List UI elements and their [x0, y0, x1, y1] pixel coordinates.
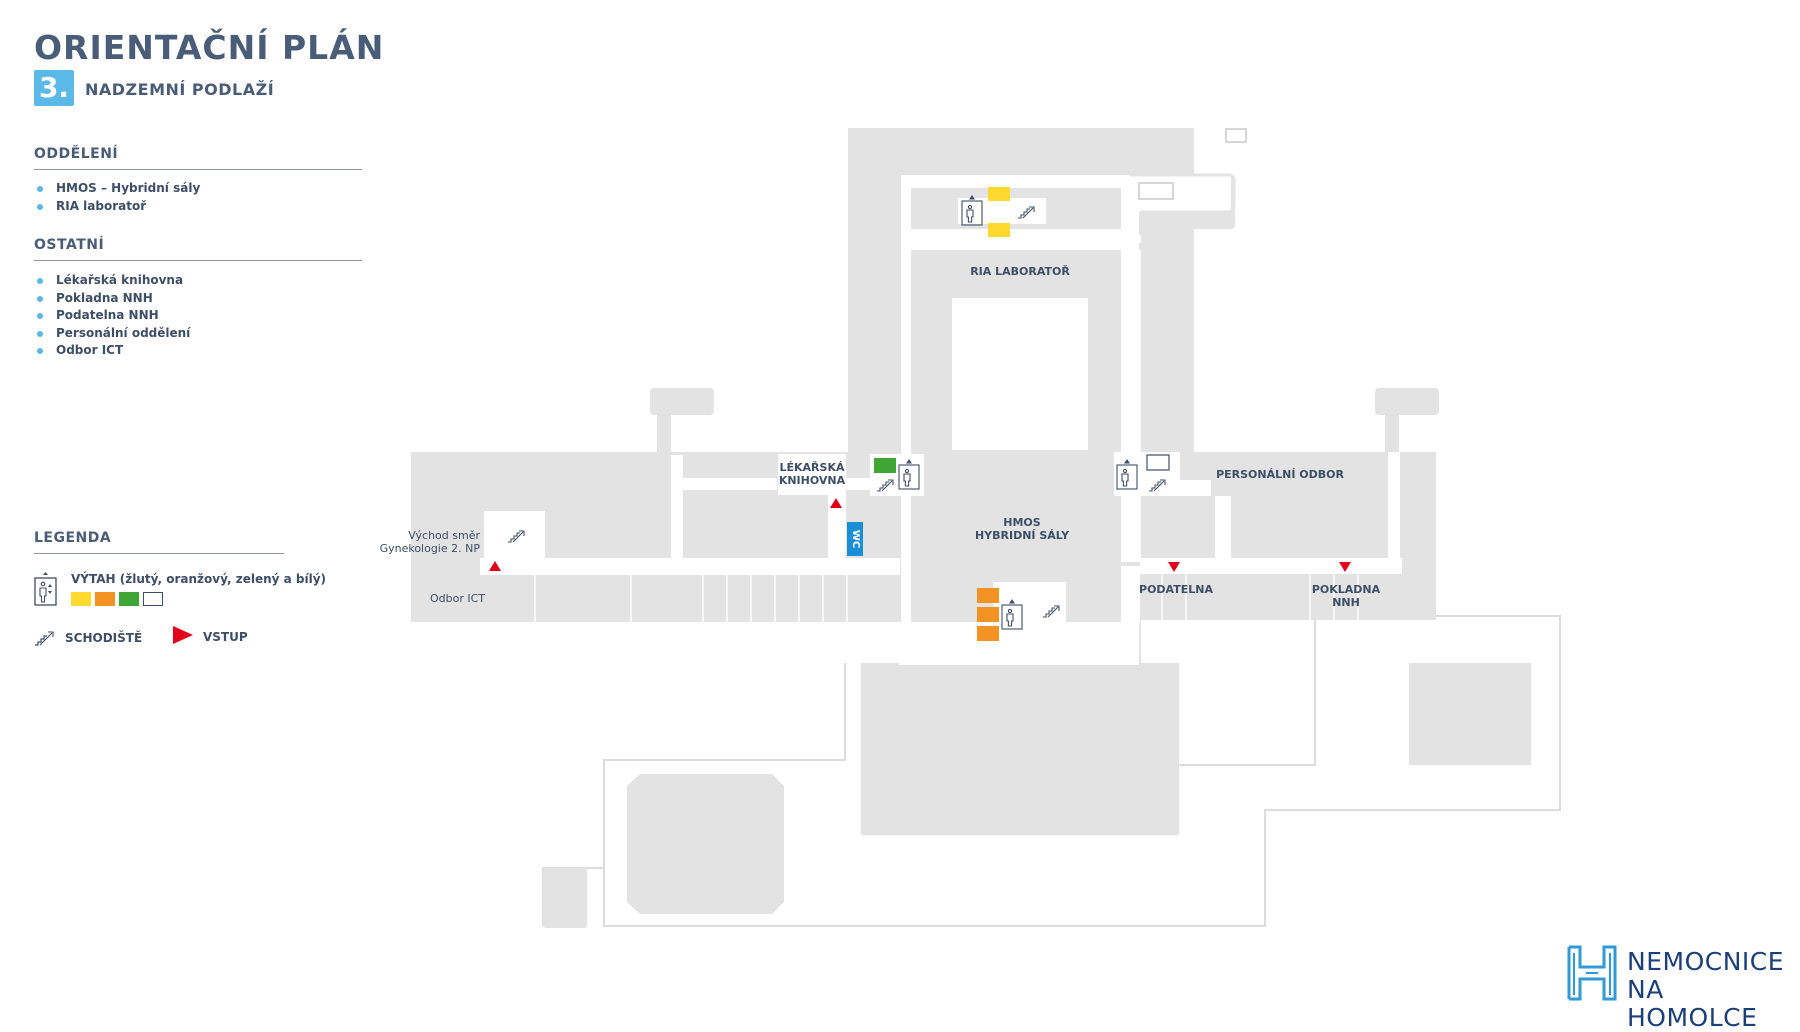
elevator-yellow-swatch	[71, 592, 91, 606]
legend-stairs-label: SCHODIŠTĚ	[65, 631, 143, 645]
shaft-box	[1138, 182, 1174, 200]
legend-elevator-label: VÝTAH (žlutý, oranžový, zelený a bílý)	[71, 572, 327, 586]
corridor-outline	[1130, 173, 1236, 214]
room-label-cashier-line2[interactable]: NNH	[1332, 596, 1360, 609]
list-item[interactable]: Odbor ICT	[34, 342, 190, 360]
page-title: ORIENTAČNÍ PLÁN	[34, 28, 385, 67]
exit-label-line1[interactable]: Východ směr	[408, 529, 480, 542]
hospital-logo-icon	[1567, 945, 1617, 1001]
stairs-icon	[35, 631, 54, 646]
exit-label-line2[interactable]: Gynekologie 2. NP	[379, 542, 480, 555]
departments-list: HMOS – Hybridní sály RIA laboratoř	[34, 180, 200, 215]
list-item[interactable]: Personální oddělení	[34, 325, 190, 343]
map-stairs-icons	[508, 206, 1166, 618]
list-item[interactable]: RIA laboratoř	[34, 198, 200, 216]
list-item[interactable]: Podatelna NNH	[34, 307, 190, 325]
lower-central-block	[861, 663, 1179, 835]
room-label-cashier-line1[interactable]: POKLADNA	[1311, 583, 1381, 596]
entrance-markers	[489, 498, 1351, 572]
room-label-registry[interactable]: PODATELNA	[1139, 583, 1213, 596]
building-main	[411, 128, 1439, 665]
room-label-library-line2[interactable]: KNIHOVNA	[778, 474, 846, 487]
elevator-orange-swatch	[95, 592, 115, 606]
list-item[interactable]: Lékařská knihovna	[34, 272, 190, 290]
other-list: Lékařská knihovna Pokladna NNH Podatelna…	[34, 272, 190, 360]
entrance-triangle-icon	[173, 626, 193, 644]
room-label-hmos-line1[interactable]: HMOS	[1003, 516, 1041, 529]
departments-divider	[34, 169, 362, 170]
wc-label-box: WC	[847, 522, 863, 556]
legend-divider	[34, 553, 284, 554]
legend-entrance-label: VSTUP	[203, 630, 248, 644]
floor-number-badge: 3.	[34, 70, 74, 106]
list-item[interactable]: Pokladna NNH	[34, 290, 190, 308]
departments-heading: ODDĚLENÍ	[34, 146, 119, 162]
map-elevator-icons	[898, 195, 1138, 630]
legend-heading: LEGENDA	[34, 530, 112, 546]
wc-label: WC	[850, 529, 861, 549]
elevator-green-swatch	[119, 592, 139, 606]
floor-label: NADZEMNÍ PODLAŽÍ	[85, 80, 275, 99]
lower-right-block	[1409, 663, 1531, 765]
room-label-library-line1[interactable]: LÉKAŘSKÁ	[779, 461, 845, 474]
room-label-ria[interactable]: RIA LABORATOŘ	[970, 265, 1070, 278]
logo-line2: NA HOMOLCE	[1627, 975, 1758, 1032]
courtyard-block	[627, 774, 784, 914]
corridors	[480, 175, 1402, 665]
outbuilding	[543, 868, 587, 928]
service-panels	[484, 198, 1180, 642]
room-label-ict[interactable]: Odbor ICT	[430, 592, 486, 605]
elevator-white-swatch	[143, 592, 163, 606]
shaft-box	[1225, 128, 1247, 143]
room-label-personnel[interactable]: PERSONÁLNÍ ODBOR	[1216, 468, 1344, 481]
other-divider	[34, 260, 362, 261]
logo-line1: NEMOCNICE	[1627, 947, 1785, 976]
room-label-hmos-line2[interactable]: HYBRIDNÍ SÁLY	[974, 529, 1070, 542]
elevator-icon	[34, 572, 57, 606]
elevator-shafts	[874, 187, 1170, 641]
partition-lines	[534, 575, 1359, 622]
list-item[interactable]: HMOS – Hybridní sály	[34, 180, 200, 198]
other-heading: OSTATNÍ	[34, 237, 105, 253]
wc-marker	[847, 522, 863, 556]
